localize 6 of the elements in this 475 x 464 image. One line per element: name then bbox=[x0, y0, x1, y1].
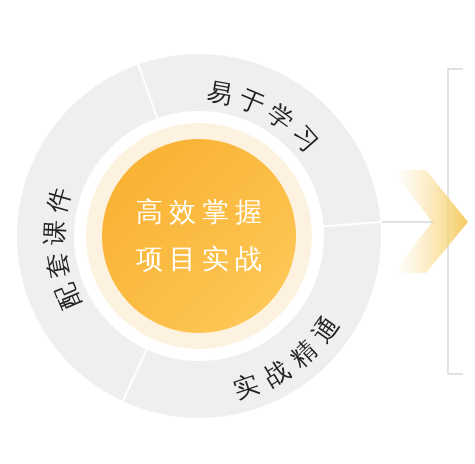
segment-label: 实战精通 bbox=[230, 304, 349, 404]
segment-label: 配套课件 bbox=[38, 176, 86, 314]
ring-segment bbox=[139, 54, 380, 226]
segment-label: 易于学习 bbox=[205, 76, 330, 163]
center-label: 高效掌握项目实战 bbox=[135, 196, 268, 277]
ring-segment bbox=[124, 223, 381, 418]
